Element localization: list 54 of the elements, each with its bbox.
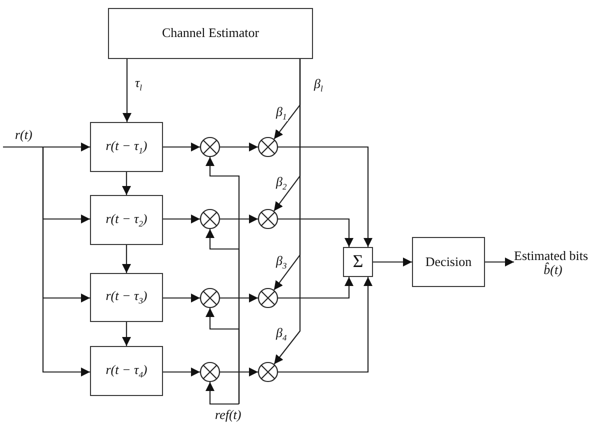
arrow xyxy=(163,368,200,376)
block-label: Σ xyxy=(352,252,364,272)
arrow xyxy=(278,146,372,247)
arrow xyxy=(220,142,258,152)
arrow xyxy=(373,258,412,266)
arrow xyxy=(163,294,200,302)
edge-label: β$_{4}$ xyxy=(275,326,288,342)
process-box xyxy=(90,273,163,322)
arrow xyxy=(220,368,258,376)
arrow xyxy=(122,172,131,195)
math-label: r(t − τ$_{3}$) xyxy=(106,289,148,306)
arrow xyxy=(206,382,239,405)
arrow xyxy=(3,142,90,152)
process-box xyxy=(90,122,163,172)
arrow xyxy=(122,322,131,346)
block-label: Channel Estimator xyxy=(162,26,260,41)
arrow xyxy=(278,218,354,247)
math-label: b̂(t) xyxy=(544,263,562,278)
arrow xyxy=(278,277,372,373)
edge-label: β$_{1}$ xyxy=(275,105,288,122)
arrow xyxy=(220,214,258,224)
math-label: r(t − τ$_{1}$) xyxy=(106,138,148,156)
process-box xyxy=(412,237,485,287)
block-label: Decision xyxy=(425,254,472,270)
multiplier-symbol xyxy=(200,209,220,229)
arrow xyxy=(278,277,354,299)
arrow xyxy=(122,59,132,122)
math-label: r(t − τ$_{2}$) xyxy=(106,212,148,228)
arrow xyxy=(206,308,240,404)
edge-label: r(t) xyxy=(14,128,34,141)
arrow xyxy=(122,245,131,273)
signal-label: β$_{l}$ xyxy=(313,77,324,94)
process-box xyxy=(90,195,163,245)
process-box xyxy=(90,346,163,396)
output-label: Estimated bits xyxy=(514,248,588,263)
arrow xyxy=(163,214,200,224)
process-box xyxy=(108,8,313,59)
multiplier-symbol xyxy=(258,288,278,308)
multiplier-symbol xyxy=(200,137,220,157)
summer-box xyxy=(343,247,373,277)
multiplier-symbol xyxy=(258,209,278,229)
multiplier-symbol xyxy=(258,362,278,382)
arrow xyxy=(42,147,90,376)
arrow xyxy=(274,59,301,364)
edge-label: β$_{3}$ xyxy=(275,254,288,270)
math-label: r(t − τ$_{4}$) xyxy=(106,362,148,380)
multiplier-symbol xyxy=(258,137,278,157)
edge-label: ref(t) xyxy=(214,408,242,421)
arrow xyxy=(220,294,258,302)
multiplier-symbol xyxy=(200,288,220,308)
edge-label: β$_{2}$ xyxy=(275,175,288,192)
arrow xyxy=(163,142,200,152)
multiplier-symbol xyxy=(200,362,220,382)
arrow xyxy=(485,258,514,266)
